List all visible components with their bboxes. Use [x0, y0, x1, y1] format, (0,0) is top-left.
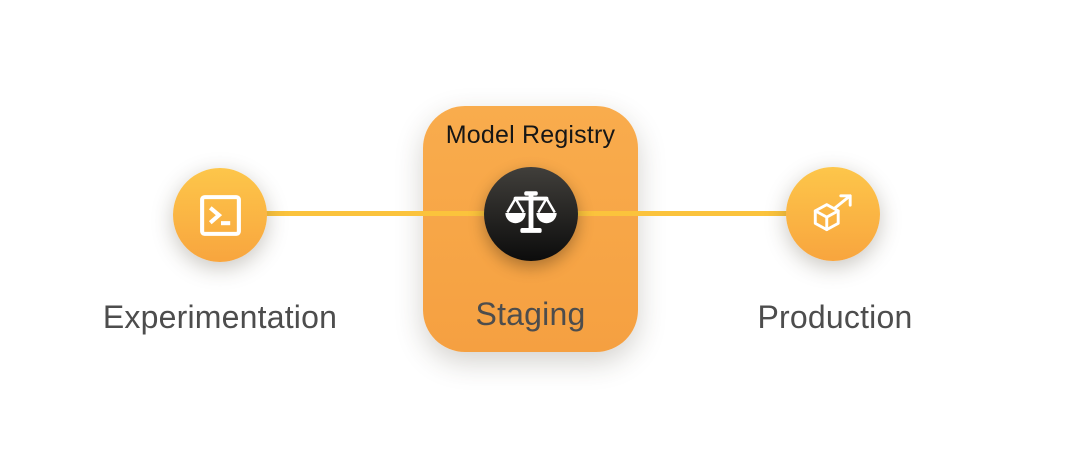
stage-label-experimentation: Experimentation: [102, 299, 338, 335]
model-registry-title: Model Registry: [445, 121, 616, 149]
deploy-cube-arrow-icon: [808, 189, 858, 239]
model-registry-card: Model Registry: [423, 106, 638, 352]
balance-scale-icon: [500, 183, 562, 245]
terminal-icon: [196, 191, 245, 240]
experimentation-node: [173, 168, 267, 262]
stage-label-production: Production: [757, 299, 913, 335]
staging-node: [483, 167, 578, 261]
production-node: [786, 167, 880, 261]
stage-label-staging: Staging: [475, 296, 586, 332]
